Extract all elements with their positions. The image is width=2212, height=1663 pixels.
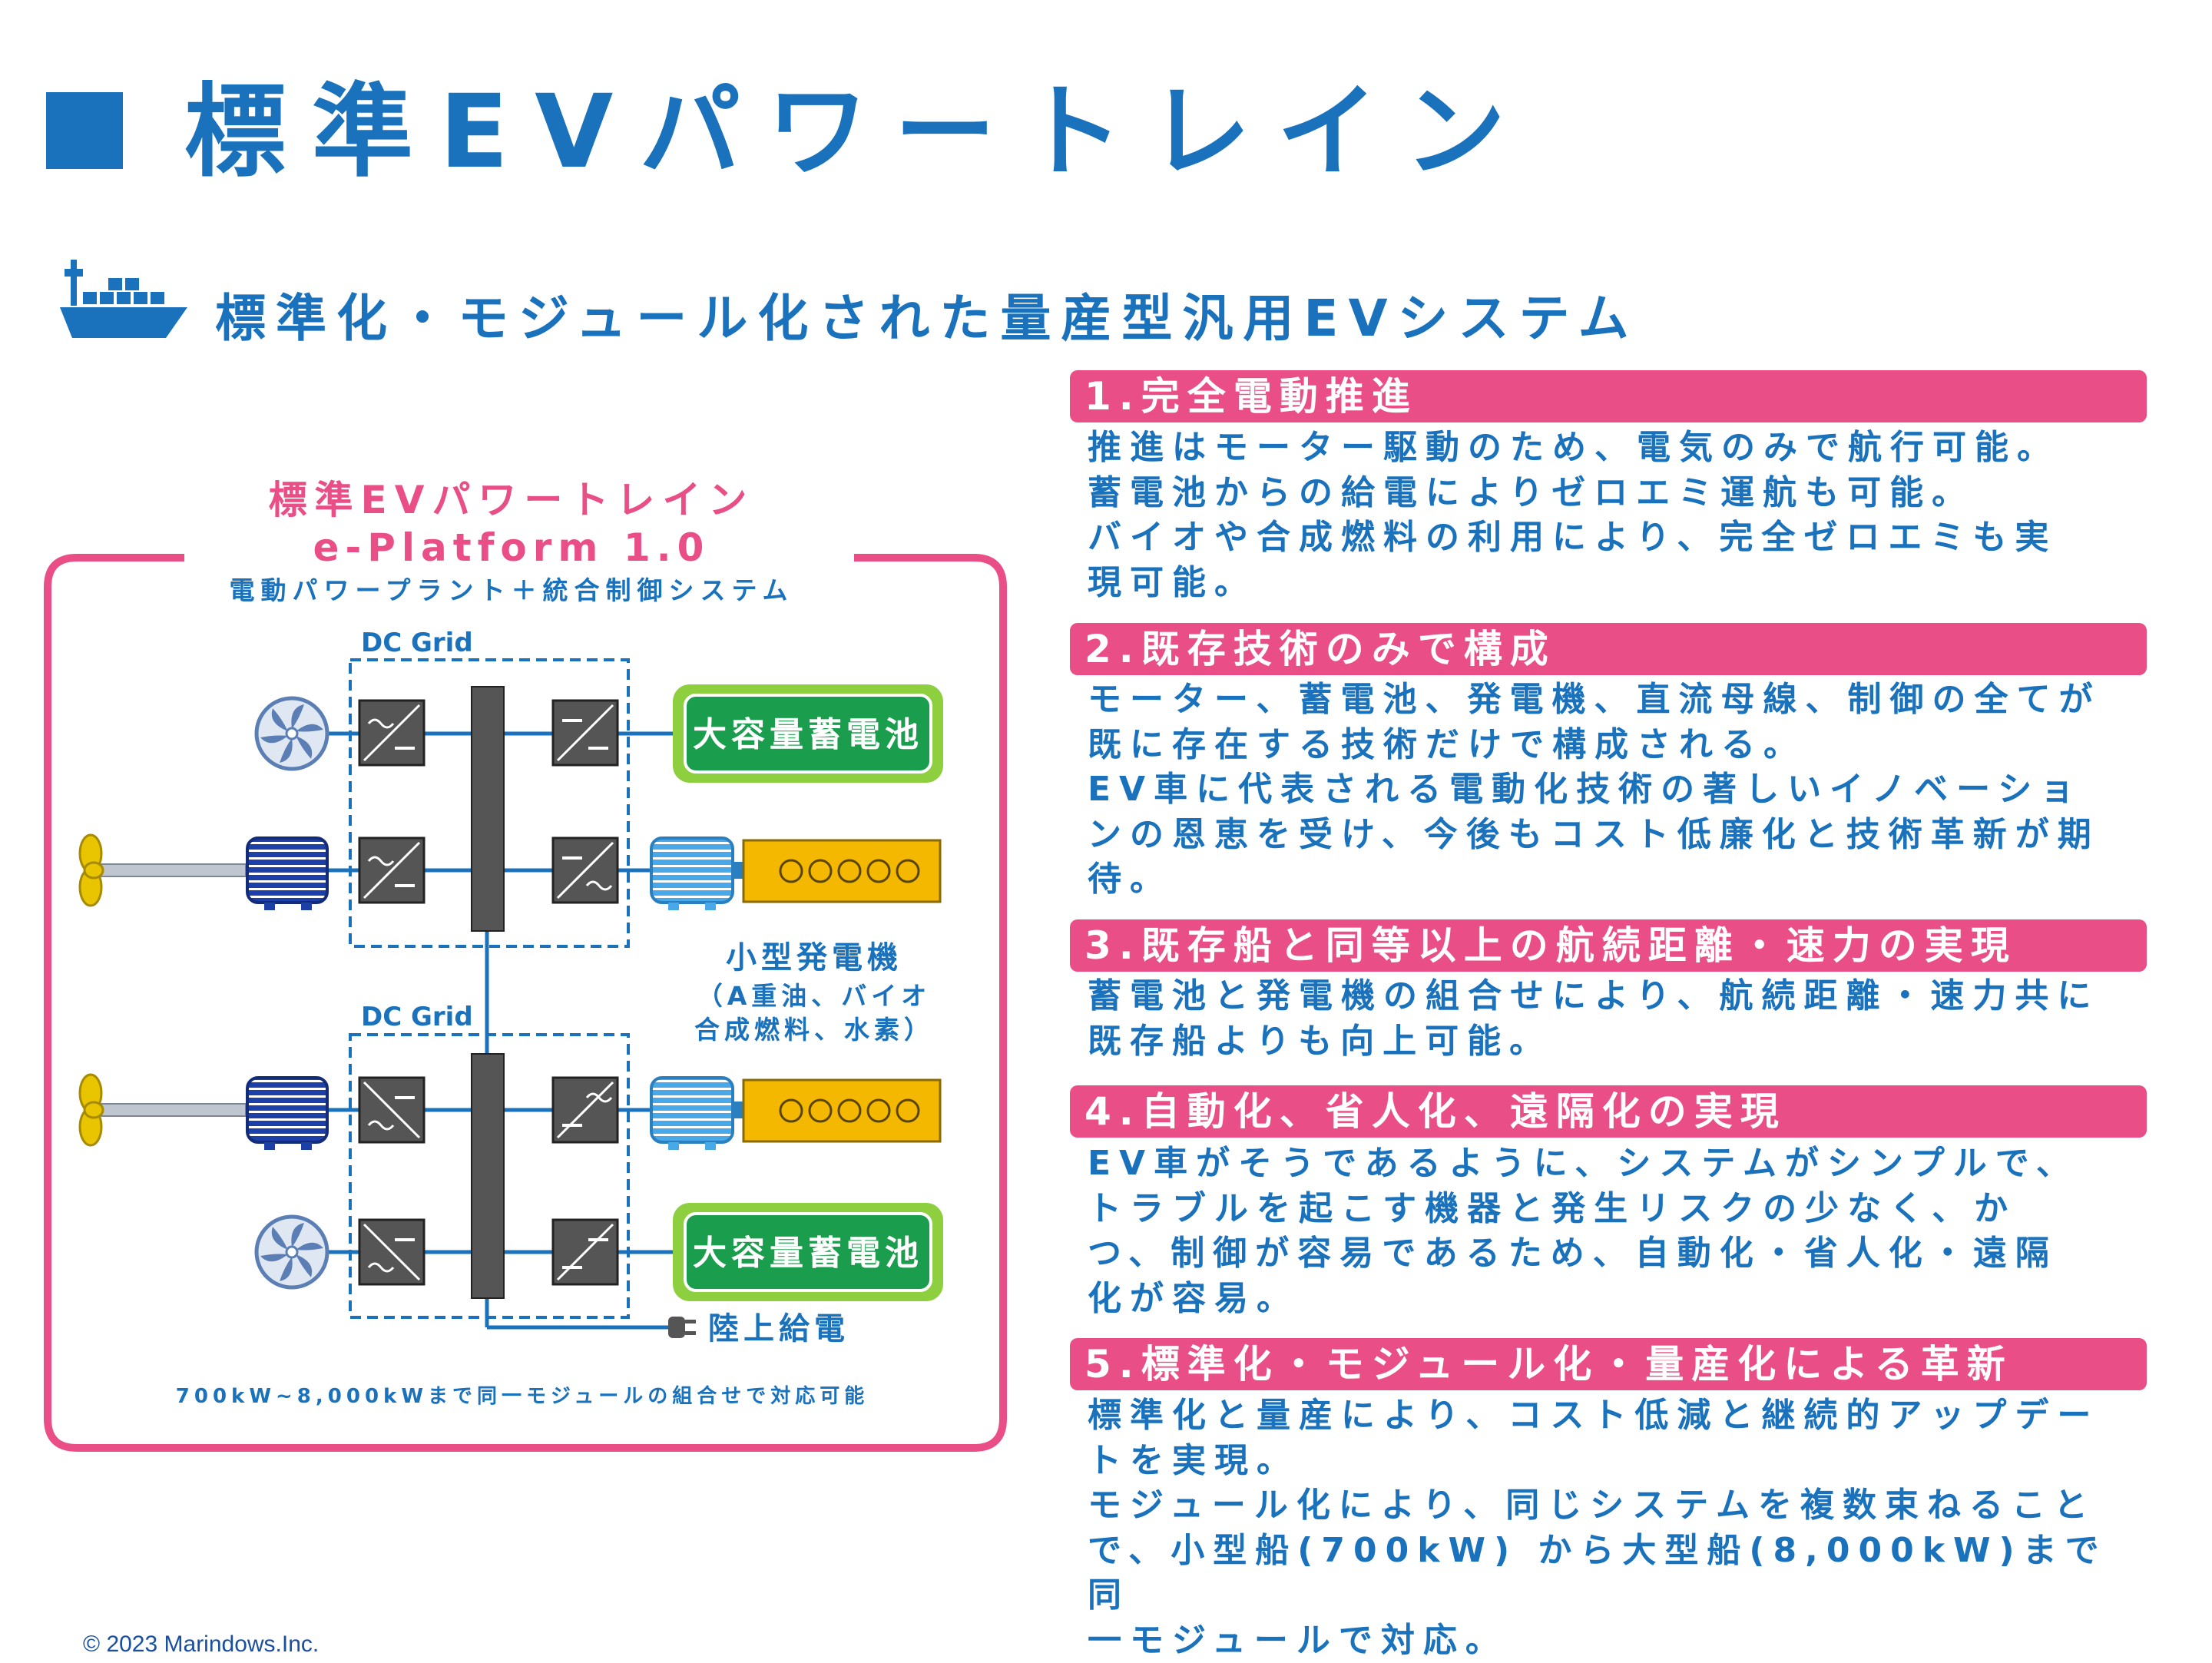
section-3-title: 3.既存船と同等以上の航続距離・速力の実現 (1084, 923, 2017, 968)
shore-power-label: 陸上給電 (708, 1311, 849, 1347)
container-ship-icon (60, 260, 187, 338)
section-1-header (1070, 370, 2147, 422)
engine-icon (742, 839, 942, 903)
dc-busbar-top (471, 686, 505, 932)
diagram-platform-name: e-Platform 1.0 (313, 525, 710, 570)
section-3-header (1070, 919, 2147, 972)
motor-icon (246, 1076, 329, 1150)
section-4-body: EV車がそうであるように、システムがシンプルで、 トラブルを起こす機器と発生リス… (1088, 1144, 2078, 1318)
converter-dcdc (551, 699, 619, 767)
converter-dcdc (551, 1218, 619, 1286)
page-title: 標準EVパワートレイン (184, 73, 1532, 191)
engine-icon (742, 1078, 942, 1143)
converters (358, 699, 619, 1286)
propulsion-unit-top (78, 833, 329, 910)
converter-rectifier (551, 1076, 619, 1144)
battery-label: 大容量蓄電池 (693, 1234, 923, 1273)
dc-grid-box-top (349, 658, 630, 948)
diagram-frame (44, 554, 1007, 1452)
generator-bottom (650, 1076, 942, 1150)
section-4-header (1070, 1085, 2147, 1138)
powertrain-diagram: 標準EVパワートレイン e-Platform 1.0 電動パワープラント＋統合制… (0, 461, 1014, 1459)
title-bullet-square (46, 92, 123, 169)
propeller-icon (78, 1073, 104, 1147)
copyright-notice: © 2023 Marindows.Inc. (83, 1632, 320, 1657)
dc-grid-label-bottom: DC Grid (361, 1002, 473, 1032)
converter-inverter (358, 1218, 426, 1286)
section-1-body: 推進はモーター駆動のため、電気のみで航行可能。 蓄電池からの給電によりゼロエミ運… (1088, 428, 2059, 602)
motor-icon (246, 836, 329, 910)
dc-grid-label-top: DC Grid (361, 628, 473, 658)
converter-inverter (358, 1076, 426, 1144)
generator-top (650, 836, 942, 910)
generator-motor-icon (650, 836, 745, 910)
generator-motor-icon (650, 1076, 745, 1150)
propeller-icon (78, 833, 104, 907)
section-3-body: 蓄電池と発電機の組合せにより、航続距離・速力共に 既存船よりも向上可能。 (1088, 976, 2100, 1061)
battery-top: 大容量蓄電池 (673, 684, 943, 783)
powertrain-diagram-svg: 標準EVパワートレイン e-Platform 1.0 電動パワープラント＋統合制… (44, 478, 1007, 1452)
section-5-body: 標準化と量産により、コスト低減と継続的アップデー トを実現。 モジュール化により… (1088, 1396, 2108, 1660)
dc-grid-box-bottom (349, 1033, 630, 1319)
diagram-footnote: 700kW~8,000kWまで同一モジュールの組合せで対応可能 (176, 1384, 869, 1408)
diagram-caption: 電動パワープラント＋統合制御システム (229, 575, 793, 605)
section-4-title: 4.自動化、省人化、遠隔化の実現 (1084, 1089, 1786, 1134)
propeller-shaft (91, 863, 247, 877)
section-1-title: 1.完全電動推進 (1084, 374, 1418, 419)
fan-icon (254, 696, 329, 771)
dc-busbar-bottom (471, 1053, 505, 1299)
generator-label: 小型発電機 (726, 940, 902, 976)
plug-icon (668, 1317, 696, 1338)
converter-inverter (358, 836, 426, 904)
battery-bottom: 大容量蓄電池 (673, 1203, 943, 1301)
propeller-shaft (91, 1103, 247, 1117)
section-5-title: 5.標準化・モジュール化・量産化による革新 (1084, 1342, 2013, 1386)
converter-inverter (358, 699, 426, 767)
propulsion-unit-bottom (78, 1073, 329, 1150)
converter-rectifier (551, 836, 619, 904)
battery-label: 大容量蓄電池 (693, 715, 923, 754)
section-2-title: 2.既存技術のみで構成 (1084, 627, 1556, 671)
fan-icon (254, 1214, 329, 1290)
section-5-header (1070, 1338, 2147, 1390)
generator-fuel-label: 合成燃料、水素） (694, 1015, 934, 1045)
diagram-title: 標準EVパワートレイン (269, 478, 755, 522)
section-2-body: モーター、蓄電池、発電機、直流母線、制御の全てが 既に存在する技術だけで構成され… (1088, 680, 2101, 899)
page-subtitle: 標準化・モジュール化された量産型汎用EVシステム (215, 289, 1639, 348)
section-2-header (1070, 623, 2147, 675)
generator-fuel-label: （A重油、バイオ (697, 981, 932, 1011)
